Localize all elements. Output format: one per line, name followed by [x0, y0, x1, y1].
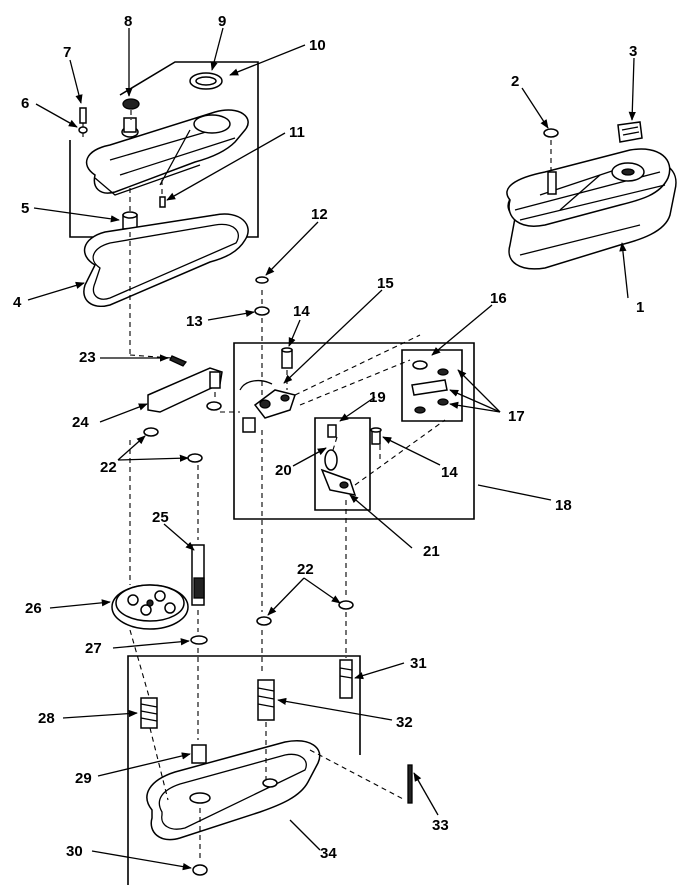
callout-27: 27 — [85, 640, 102, 657]
part-13-washer — [254, 306, 270, 316]
part-24-bracket — [147, 367, 223, 413]
callout-23: 23 — [79, 349, 96, 366]
callout-31: 31 — [410, 655, 427, 672]
callout-16: 16 — [490, 290, 507, 307]
callout-2: 2 — [511, 73, 519, 90]
part-19-pin — [327, 424, 337, 438]
part-6-washer — [78, 126, 88, 134]
callout-1: 1 — [636, 299, 644, 316]
callout-6: 6 — [21, 95, 29, 112]
lever-subassembly-frame — [314, 417, 371, 511]
callout-11: 11 — [289, 124, 305, 141]
part-14-pin-upper — [281, 347, 293, 369]
part-31-plunger — [339, 659, 353, 699]
link-subassembly-frame — [401, 349, 463, 422]
part-2-washer — [543, 128, 559, 170]
part-15-lever — [239, 379, 296, 433]
part-14-pin-lower — [370, 427, 382, 445]
callout-3: 3 — [629, 43, 637, 60]
leader-lines — [27, 27, 636, 871]
part-25-shaft — [191, 544, 205, 606]
part-20-21-cam — [320, 449, 357, 496]
callout-22-lower: 22 — [297, 561, 314, 578]
callout-29: 29 — [75, 770, 92, 787]
part-7-screw — [79, 107, 87, 140]
lower-case-frame — [127, 655, 361, 885]
center-dashed-lines — [261, 290, 446, 675]
callout-32: 32 — [396, 714, 413, 731]
callout-30: 30 — [66, 843, 83, 860]
part-5-bushing — [122, 188, 138, 230]
callout-8: 8 — [124, 13, 132, 30]
callout-9: 9 — [218, 13, 226, 30]
part-3-clip — [617, 121, 643, 143]
callout-34: 34 — [320, 845, 337, 862]
part-12-washer — [255, 276, 269, 284]
callout-14-lower: 14 — [441, 464, 458, 481]
callout-5: 5 — [21, 200, 29, 217]
part-27-washer — [190, 635, 208, 645]
part-8-bearing — [122, 98, 140, 120]
left-dashed-lines — [129, 232, 240, 740]
callout-26: 26 — [25, 600, 42, 617]
upper-gear-cover — [85, 109, 249, 196]
part-30-plug — [192, 864, 208, 876]
part-23-screw — [169, 355, 188, 367]
part-29-bushing — [191, 744, 207, 764]
center-assembly-frame — [233, 342, 475, 520]
part-34-lower-case — [146, 740, 321, 841]
part-16-17-link-set — [411, 360, 449, 414]
callout-labels: 1 2 3 4 5 6 7 8 9 10 11 12 13 14 14 15 1… — [13, 13, 644, 862]
callout-28: 28 — [38, 710, 55, 727]
callout-22-left: 22 — [100, 459, 117, 476]
callout-12: 12 — [311, 206, 328, 223]
callout-13: 13 — [186, 313, 203, 330]
callout-17: 17 — [508, 408, 525, 425]
gear-case-assembled — [506, 148, 677, 270]
part-26-gear — [111, 584, 189, 630]
callout-14-upper: 14 — [293, 303, 310, 320]
callout-33: 33 — [432, 817, 449, 834]
part-4-gasket — [83, 213, 249, 307]
part-9-seal-ring — [189, 72, 223, 90]
part-28-spring — [140, 697, 158, 729]
part-22-washers-lower — [256, 600, 354, 626]
callout-24: 24 — [72, 414, 89, 431]
callout-4: 4 — [13, 294, 22, 311]
lower-dashed-lines — [149, 722, 406, 862]
part-33-pin — [407, 764, 413, 804]
callout-18: 18 — [555, 497, 572, 514]
callout-21: 21 — [423, 543, 440, 560]
callout-19: 19 — [369, 389, 386, 406]
callout-7: 7 — [63, 44, 71, 61]
callout-10: 10 — [309, 37, 326, 54]
callout-25: 25 — [152, 509, 169, 526]
callout-20: 20 — [275, 462, 292, 479]
part-11-pin — [159, 180, 166, 208]
callout-15: 15 — [377, 275, 394, 292]
part-32-spring — [257, 679, 275, 721]
part-22-washers-left — [143, 401, 222, 463]
